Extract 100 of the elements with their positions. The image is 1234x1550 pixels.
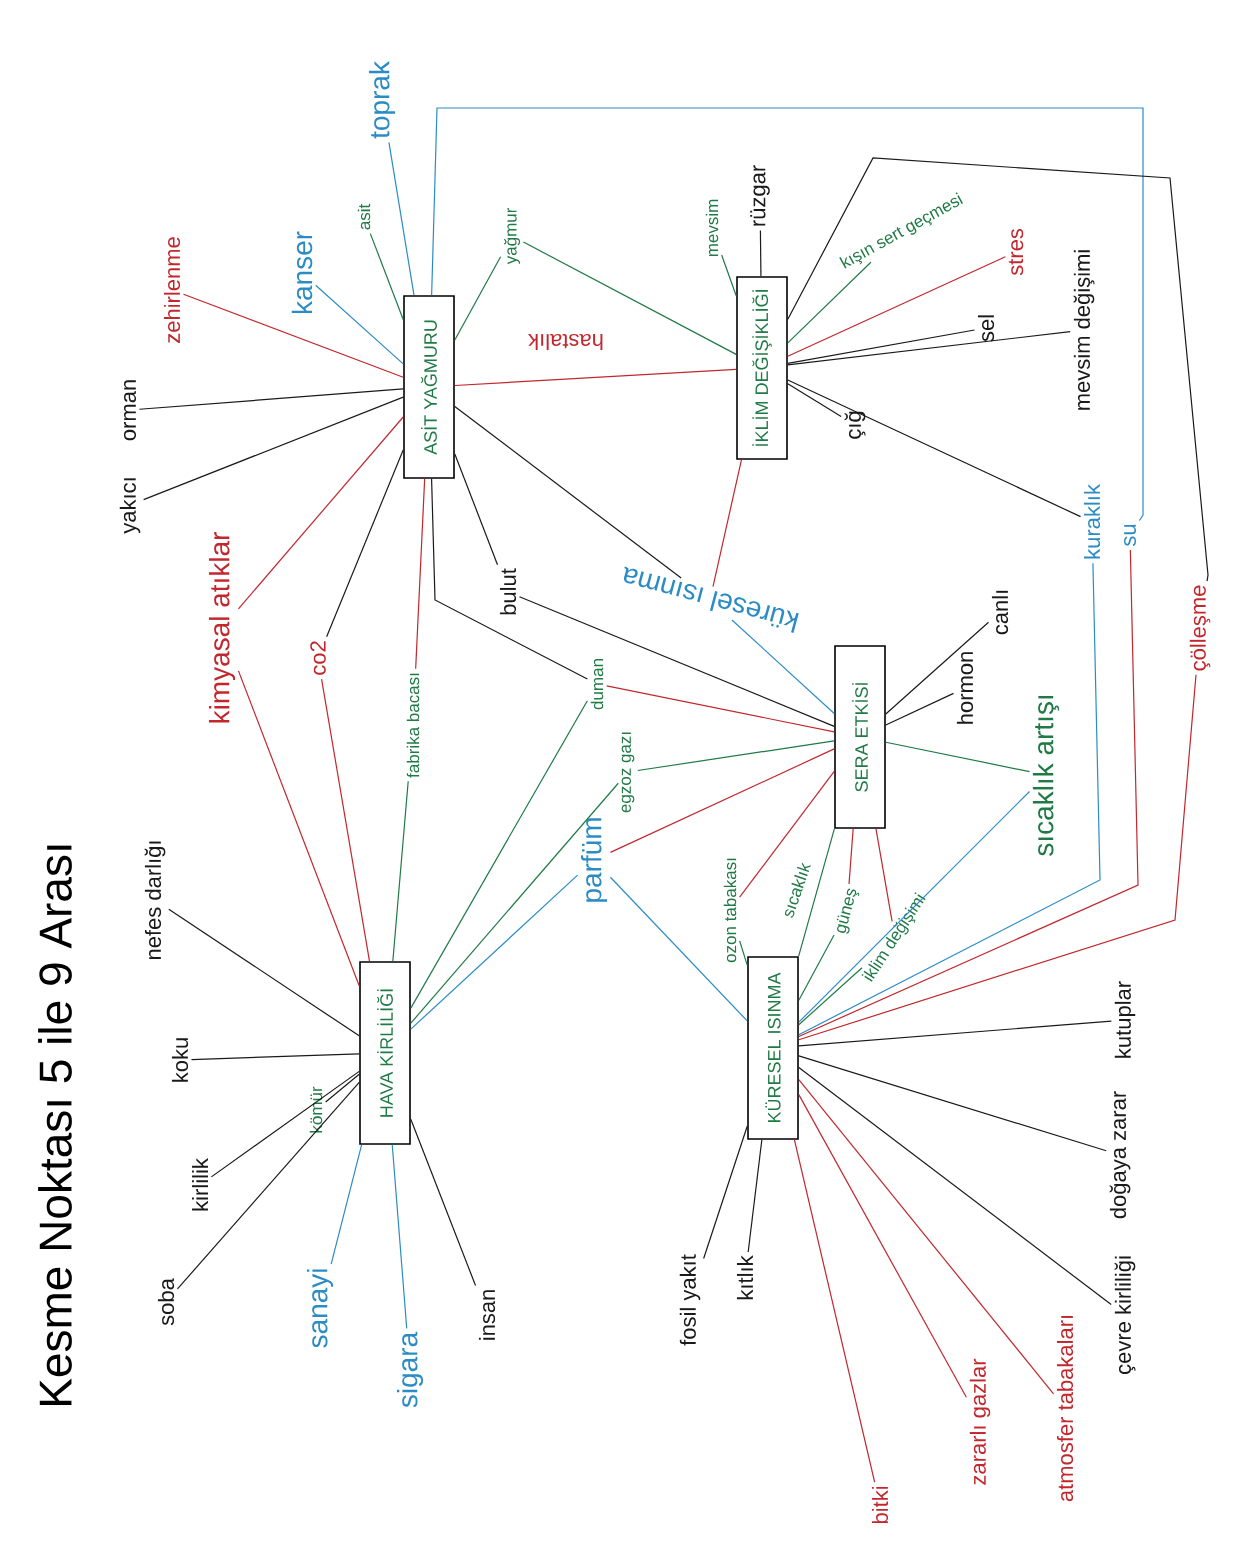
connector-line — [326, 449, 404, 638]
concept-text: atmosfer tabakaları — [1056, 1315, 1074, 1502]
concept-text: kömür — [309, 1086, 323, 1133]
concept-text: mevsim değişimi — [1073, 250, 1095, 410]
concept-text: egzoz gazı — [621, 732, 635, 813]
connector-line — [787, 329, 976, 364]
connector-line — [793, 1139, 876, 1483]
connector-line — [721, 254, 737, 297]
concept-text: kirlilik — [192, 1158, 208, 1211]
connector-line — [431, 478, 588, 680]
concept-text: sigara — [396, 1331, 424, 1408]
connector-line — [787, 383, 842, 418]
connector-line — [168, 908, 360, 1037]
connector-line — [787, 157, 1209, 582]
concept-text: çığ — [844, 411, 866, 439]
concept-text: bitki — [871, 1486, 889, 1524]
concept-text: stres — [1008, 228, 1024, 276]
concept-text: kimyasal atıklar — [208, 532, 236, 723]
concept-text: hormon — [956, 652, 974, 724]
concept-text: çevre kirliliği — [1114, 1256, 1136, 1374]
concept-text: su — [1124, 524, 1137, 546]
connector-line — [798, 1055, 1107, 1152]
connector-line — [759, 229, 762, 277]
connector-line — [410, 700, 588, 1009]
connector-line — [798, 934, 835, 1001]
connector-line — [522, 241, 737, 355]
connector-line — [606, 685, 835, 733]
connector-line — [787, 261, 872, 344]
connector-line — [410, 874, 579, 1030]
connector-line — [315, 284, 404, 365]
connector-line — [190, 1053, 360, 1061]
concept-text: rüzgar — [750, 165, 770, 226]
title: Kesme Noktası 5 ile 9 Arası — [38, 845, 72, 1405]
connector-line — [330, 1144, 363, 1265]
concept-text: fosil yakıt — [679, 1254, 701, 1346]
concept-text: co2 — [310, 641, 326, 675]
concept-box: KÜRESEL ISINMA — [747, 956, 799, 1140]
concept-text: insan — [478, 1290, 496, 1340]
connector-line — [747, 1139, 763, 1253]
connector-line — [237, 670, 360, 987]
edge-label: sıcaklık — [778, 858, 814, 922]
connector-line — [518, 596, 835, 727]
connector-line — [210, 1070, 360, 1178]
connector-line — [454, 405, 682, 579]
connector-line — [415, 478, 426, 670]
connector-line — [798, 1094, 967, 1398]
concept-text: parfüm — [580, 818, 608, 902]
concept-box: İKLİM DEĞİŞİKLİĞİ — [736, 276, 788, 460]
connector-line — [798, 790, 1031, 1023]
concept-text: duman — [590, 659, 604, 710]
connector-line — [410, 1118, 477, 1287]
concept-text: güneş — [836, 888, 860, 934]
connector-line — [637, 740, 835, 772]
connector-line — [787, 331, 1071, 366]
concept-text: bulut — [499, 568, 517, 615]
concept-text: ozon tabakası — [723, 858, 737, 963]
concept-text: koku — [171, 1038, 189, 1082]
concept-text: orman — [124, 380, 137, 441]
concept-text: fabrika bacası — [406, 673, 420, 778]
concept-text: toprak — [368, 61, 396, 139]
connector-line — [798, 828, 835, 957]
connector-line — [885, 692, 955, 726]
connector-line — [431, 107, 1144, 522]
concept-text: zararlı gazlar — [969, 1358, 991, 1485]
concept-text: kıtlık — [736, 1255, 754, 1300]
connector-line — [703, 1125, 748, 1260]
connector-line — [369, 233, 404, 321]
concept-text: kanser — [291, 231, 313, 314]
concept-box: ASİT YAĞMURU — [403, 295, 455, 479]
concept-text: sel — [977, 315, 995, 342]
concept-text: sıcaklık artışı — [1032, 696, 1060, 856]
connector-line — [454, 256, 502, 341]
connector-line — [875, 828, 893, 922]
concept-text: mevsim — [705, 199, 719, 257]
connector-line — [454, 453, 499, 566]
concept-text: küresel ısınma — [624, 566, 799, 633]
connector-line — [712, 459, 743, 588]
connector-line — [325, 1073, 360, 1103]
concept-text: yakıcı — [119, 478, 141, 534]
concept-text: kutuplar — [1114, 981, 1136, 1058]
connector-line — [392, 780, 409, 962]
connector-line — [609, 876, 748, 1022]
concept-box: SERA ETKİSİ — [834, 645, 886, 829]
connector-line — [731, 619, 835, 715]
concept-text: sanayi — [306, 1269, 334, 1348]
concept-text: çölleşme — [1189, 585, 1211, 671]
connector-line — [410, 782, 619, 1024]
connector-line — [321, 678, 371, 962]
connector-line — [798, 1066, 1112, 1306]
connector-line — [454, 368, 737, 387]
concept-text: kuraklık — [1083, 484, 1101, 559]
concept-text: asit — [357, 203, 371, 230]
connector-line — [391, 1144, 408, 1330]
connector-line — [143, 396, 404, 501]
connector-line — [237, 416, 404, 610]
connector-line — [182, 293, 404, 378]
connector-line — [388, 141, 415, 296]
connector-line — [798, 967, 863, 1026]
connector-line — [138, 388, 404, 410]
concept-text: soba — [157, 1278, 175, 1326]
